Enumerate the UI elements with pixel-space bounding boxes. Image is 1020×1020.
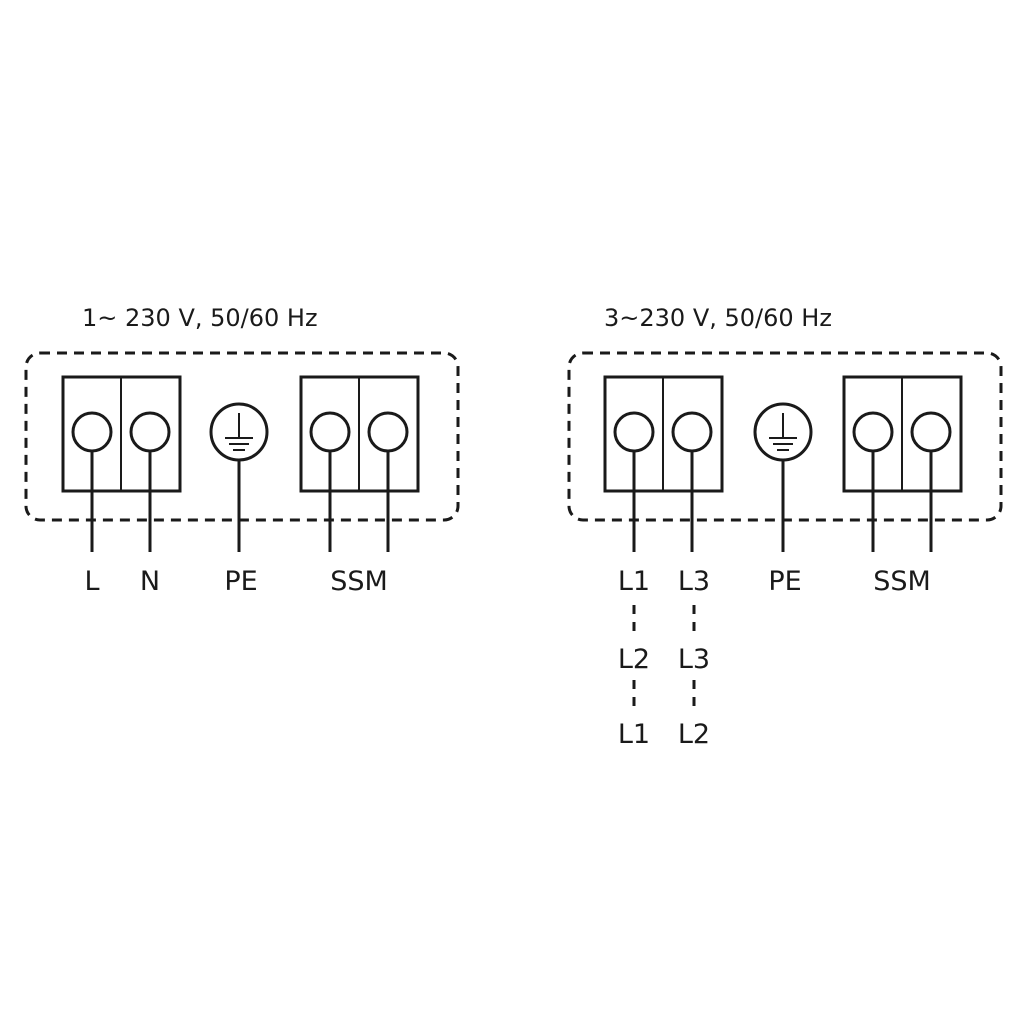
earth-terminal <box>753 402 813 552</box>
terminal-screw-l3 <box>671 411 713 453</box>
terminal-screw-ssm-2 <box>367 411 409 453</box>
single-phase-diagram: 1~ 230 V, 50/60 Hz <box>24 304 460 597</box>
terminal-screw-l1 <box>613 411 655 453</box>
mains-terminal-block <box>603 375 724 552</box>
earth-terminal <box>209 402 269 552</box>
terminal-screw-l <box>71 411 113 453</box>
label-l: L <box>84 566 99 597</box>
terminal-screw-n <box>129 411 171 453</box>
label-alt-1-right: L3 <box>678 644 710 675</box>
three-phase-title: 3~230 V, 50/60 Hz <box>604 304 832 332</box>
terminal-screw-ssm-1 <box>852 411 894 453</box>
ssm-terminal-block <box>842 375 963 552</box>
label-l1: L1 <box>618 566 650 597</box>
label-ssm: SSM <box>330 566 388 597</box>
single-phase-title: 1~ 230 V, 50/60 Hz <box>82 304 318 332</box>
label-pe: PE <box>224 566 257 597</box>
protective-earth-icon <box>225 413 253 451</box>
ssm-terminal-block <box>299 375 420 552</box>
terminal-box-outline <box>567 351 1003 522</box>
three-phase-diagram: 3~230 V, 50/60 Hz <box>567 304 1003 750</box>
terminal-box-outline <box>24 351 460 522</box>
label-l3: L3 <box>678 566 710 597</box>
terminal-screw-ssm-1 <box>309 411 351 453</box>
protective-earth-icon <box>769 413 797 451</box>
mains-terminal-block <box>61 375 182 552</box>
label-alt-1-left: L2 <box>618 644 650 675</box>
label-pe: PE <box>768 566 801 597</box>
label-alt-2-left: L1 <box>618 719 650 750</box>
label-n: N <box>140 566 160 597</box>
label-alt-2-right: L2 <box>678 719 710 750</box>
terminal-screw-ssm-2 <box>910 411 952 453</box>
label-ssm: SSM <box>873 566 931 597</box>
